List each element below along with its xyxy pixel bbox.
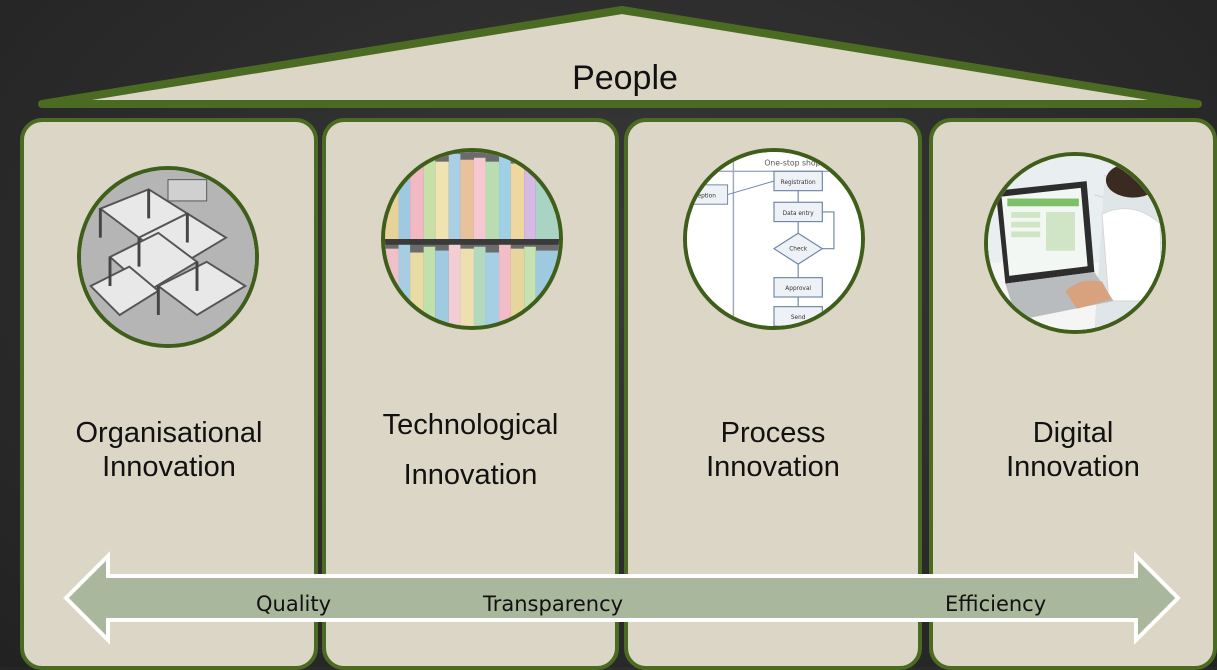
flowchart-step: Check	[789, 247, 807, 253]
roof-label: People	[572, 59, 678, 97]
flowchart-side: Reception	[687, 193, 716, 199]
pillar-organisational: Organisational Innovation	[20, 118, 318, 670]
flowchart-step: Registration	[781, 180, 816, 186]
pillar-digital: Digital Innovation	[929, 118, 1217, 670]
pillar-title-line1: Digital	[1032, 417, 1114, 449]
flowchart-step: Data entry	[783, 211, 815, 217]
roof-triangle	[38, 6, 1202, 108]
office-building-model-image	[77, 166, 259, 348]
pillar-title-line1: Process	[720, 417, 826, 449]
paper-file-archive-image	[381, 148, 563, 330]
person-using-laptop-image	[984, 152, 1166, 334]
process-flowchart-image: One-stop shop Reception Registration Da	[683, 148, 865, 330]
double-arrow	[63, 551, 1181, 645]
flowchart-header: One-stop shop	[764, 159, 820, 168]
pillar-title-line2: Innovation	[102, 451, 236, 483]
pillar-title-line1: Organisational	[75, 417, 263, 449]
arrow-label-transparency: Transparency	[483, 592, 624, 616]
arrow-label-quality: Quality	[256, 592, 332, 616]
flowchart-step: Send	[791, 315, 806, 321]
pillar-title-line2: Innovation	[403, 459, 538, 491]
pillar-title-line2: Innovation	[1006, 451, 1140, 483]
pillar-title-line2: Innovation	[706, 451, 840, 483]
arrow-label-efficiency: Efficiency	[945, 592, 1047, 616]
flowchart-step: Approval	[785, 286, 811, 292]
pillar-title-line1: Technological	[382, 409, 559, 441]
